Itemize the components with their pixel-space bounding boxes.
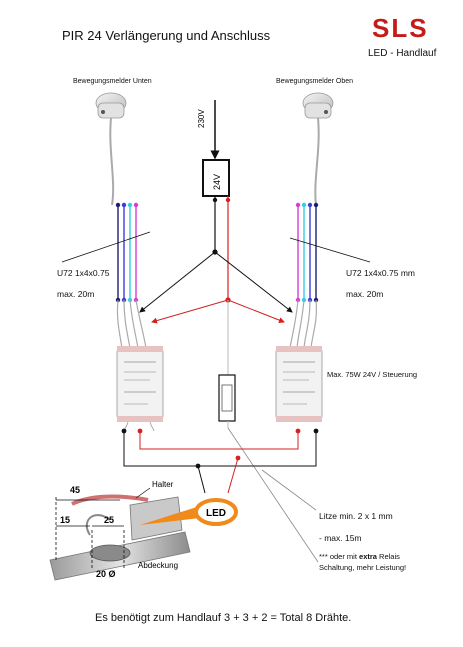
red-distribution bbox=[151, 299, 285, 375]
power-supply bbox=[202, 100, 231, 303]
led-callout bbox=[140, 498, 238, 526]
cable-left-max: max. 20m bbox=[57, 289, 95, 299]
output-wiring bbox=[123, 431, 317, 511]
motion-sensor-bottom bbox=[95, 92, 127, 206]
halter-label: Halter bbox=[152, 480, 174, 489]
controller-right bbox=[275, 346, 323, 434]
led-label: LED bbox=[206, 508, 226, 519]
controller-note: Max. 75W 24V / Steuerung bbox=[327, 370, 418, 379]
brand-subtitle: LED - Handlauf bbox=[368, 48, 437, 59]
abdeckung-label: Abdeckung bbox=[138, 561, 178, 570]
relay-note-line1: *** oder mit extra Relais bbox=[319, 552, 400, 561]
sensor-top-label: Bewegungsmelder Oben bbox=[276, 78, 354, 85]
psu-voltage-label: 24V bbox=[212, 174, 222, 190]
relay-block bbox=[218, 374, 319, 563]
relay-note-line2: Schaltung, mehr Leistung! bbox=[319, 563, 407, 572]
page-title: PIR 24 Verlängerung und Anschluss bbox=[62, 28, 271, 43]
cable-bundle-right bbox=[289, 202, 371, 349]
handrail-profile bbox=[44, 472, 192, 581]
motion-sensor-top bbox=[302, 92, 334, 206]
brand-logo: SLS bbox=[372, 13, 429, 43]
litze-note: Litze min. 2 x 1 mm bbox=[319, 511, 393, 521]
cable-right-type: U72 1x4x0.75 mm bbox=[346, 268, 415, 278]
footer-summary: Es benötigt zum Handlauf 3 + 3 + 2 = Tot… bbox=[95, 612, 352, 624]
sensor-bottom-label: Bewegungsmelder Unten bbox=[73, 78, 152, 85]
dim-45: 45 bbox=[70, 485, 80, 495]
dim-25: 25 bbox=[104, 515, 114, 525]
black-distribution bbox=[139, 251, 293, 313]
cable-bundle-left bbox=[61, 202, 151, 349]
dim-15: 15 bbox=[60, 515, 70, 525]
max-length-note: - max. 15m bbox=[319, 533, 362, 543]
controller-left bbox=[116, 346, 164, 434]
dim-20-diameter: 20 Ø bbox=[96, 569, 116, 579]
cable-right-max: max. 20m bbox=[346, 289, 384, 299]
cable-left-type: U72 1x4x0.75 bbox=[57, 268, 110, 278]
